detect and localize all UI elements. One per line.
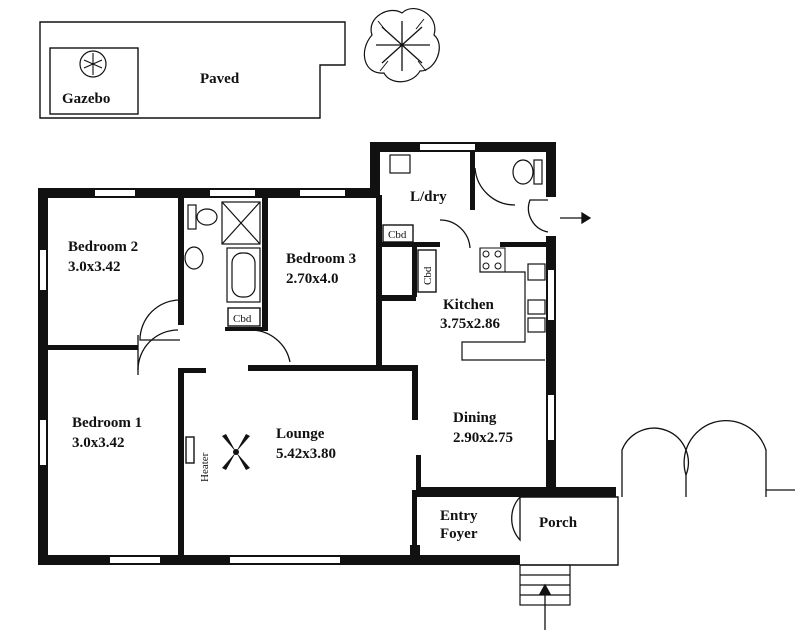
gazebo-outline	[49, 47, 139, 115]
shower-icon	[221, 201, 261, 245]
bedroom2-name: Bedroom 2	[68, 239, 138, 255]
toilet-icon	[187, 154, 543, 230]
entry-foyer-line2: Foyer	[440, 526, 478, 542]
laundry-label: L/dry	[410, 189, 447, 205]
bedroom1-size: 3.0x3.42	[72, 435, 125, 451]
gazebo-plant-icon	[79, 50, 107, 78]
kitchen-name: Kitchen	[443, 297, 494, 313]
laundry-cupboard	[382, 224, 414, 243]
paved-label: Paved	[200, 71, 240, 87]
porch-outline	[520, 496, 619, 566]
garden-arches	[621, 419, 795, 497]
basin-icon	[184, 246, 204, 270]
bathroom-cbd-label: Cbd	[233, 313, 252, 325]
cooktop-icon	[479, 247, 506, 273]
gazebo-label: Gazebo	[62, 91, 110, 107]
paved-area-outline	[39, 21, 346, 119]
bedroom3-name: Bedroom 3	[286, 251, 356, 267]
bedroom2-size: 3.0x3.42	[68, 259, 121, 275]
entry-arrow-icon	[538, 583, 552, 630]
kitchen-cupboard	[417, 249, 437, 293]
heater-unit	[185, 436, 195, 464]
kitchen-size: 3.75x2.86	[440, 316, 501, 332]
lounge-size: 5.42x3.80	[276, 446, 336, 462]
bedroom3-size: 2.70x4.0	[286, 271, 339, 287]
bedroom1-name: Bedroom 1	[72, 415, 142, 431]
windows	[40, 144, 554, 563]
interior-walls	[38, 150, 550, 560]
lounge-name: Lounge	[276, 426, 325, 442]
ceiling-fan-icon	[222, 434, 250, 470]
exterior-walls	[38, 142, 616, 565]
heater-label: Heater	[199, 452, 211, 482]
entry-foyer-line1: Entry	[440, 508, 478, 524]
tree-icon	[363, 8, 440, 83]
bathroom-cupboard	[227, 307, 261, 327]
laundry-cbd-label: Cbd	[388, 229, 407, 241]
door-swings	[137, 167, 549, 542]
dining-name: Dining	[453, 410, 497, 426]
bath-icon	[226, 247, 261, 303]
exit-arrow-icon	[560, 211, 592, 225]
dining-size: 2.90x2.75	[453, 430, 513, 446]
porch-label: Porch	[539, 515, 578, 531]
kitchen-cbd-label: Cbd	[422, 266, 434, 285]
